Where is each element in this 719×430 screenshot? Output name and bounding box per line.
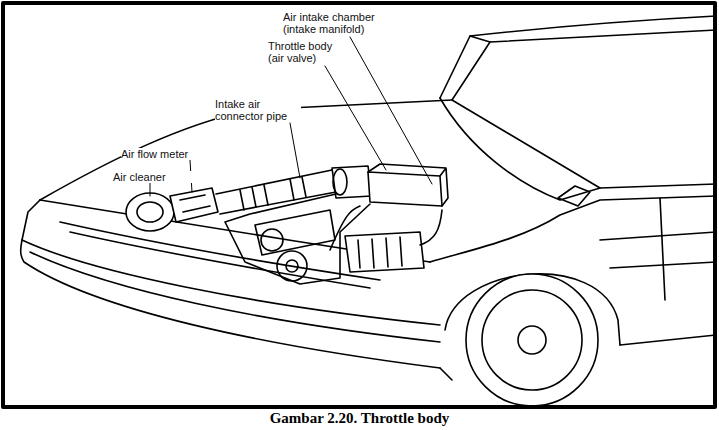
mirror xyxy=(558,186,590,206)
front-face xyxy=(22,200,40,240)
intake-chamber-top xyxy=(368,164,448,206)
battery-ribs xyxy=(358,237,402,268)
air-flow-meter xyxy=(170,188,218,222)
hose xyxy=(330,206,442,250)
part-label: Air cleaner xyxy=(113,171,213,183)
windshield xyxy=(452,30,716,188)
fender xyxy=(430,196,716,262)
air-cleaner xyxy=(126,193,174,231)
part-label: Throttle body (air valve) xyxy=(268,40,350,64)
frame xyxy=(3,3,715,407)
part-label: Intake air connector pipe xyxy=(215,98,301,122)
throttle-body xyxy=(332,166,372,198)
part-label: Air intake chamber (intake manifold) xyxy=(283,11,383,35)
leader-line xyxy=(290,123,300,178)
air-cleaner-cap xyxy=(137,202,163,222)
leader-line xyxy=(150,183,151,196)
part-label: Air flow meter xyxy=(121,148,241,160)
pulley xyxy=(286,260,298,272)
wheel-rim xyxy=(482,290,582,390)
wheel-hub xyxy=(518,326,546,354)
pipe-ribs xyxy=(240,177,306,210)
a-pillar xyxy=(440,36,490,98)
cowl xyxy=(440,98,600,200)
figure-caption: Gambar 2.20. Throttle body xyxy=(0,410,719,427)
leader-line xyxy=(325,66,386,170)
throttle-body-end xyxy=(333,169,347,195)
battery xyxy=(345,232,424,272)
roof xyxy=(470,16,716,36)
intake-chamber xyxy=(368,172,442,206)
valve-cover xyxy=(255,210,335,255)
pulley xyxy=(261,229,283,251)
pulley xyxy=(277,251,307,281)
grille xyxy=(60,222,380,288)
side-line xyxy=(600,232,716,268)
wheel xyxy=(466,274,598,406)
air-flow-meter-detail xyxy=(180,195,210,212)
door-line xyxy=(660,198,665,300)
leader-line xyxy=(350,37,432,184)
